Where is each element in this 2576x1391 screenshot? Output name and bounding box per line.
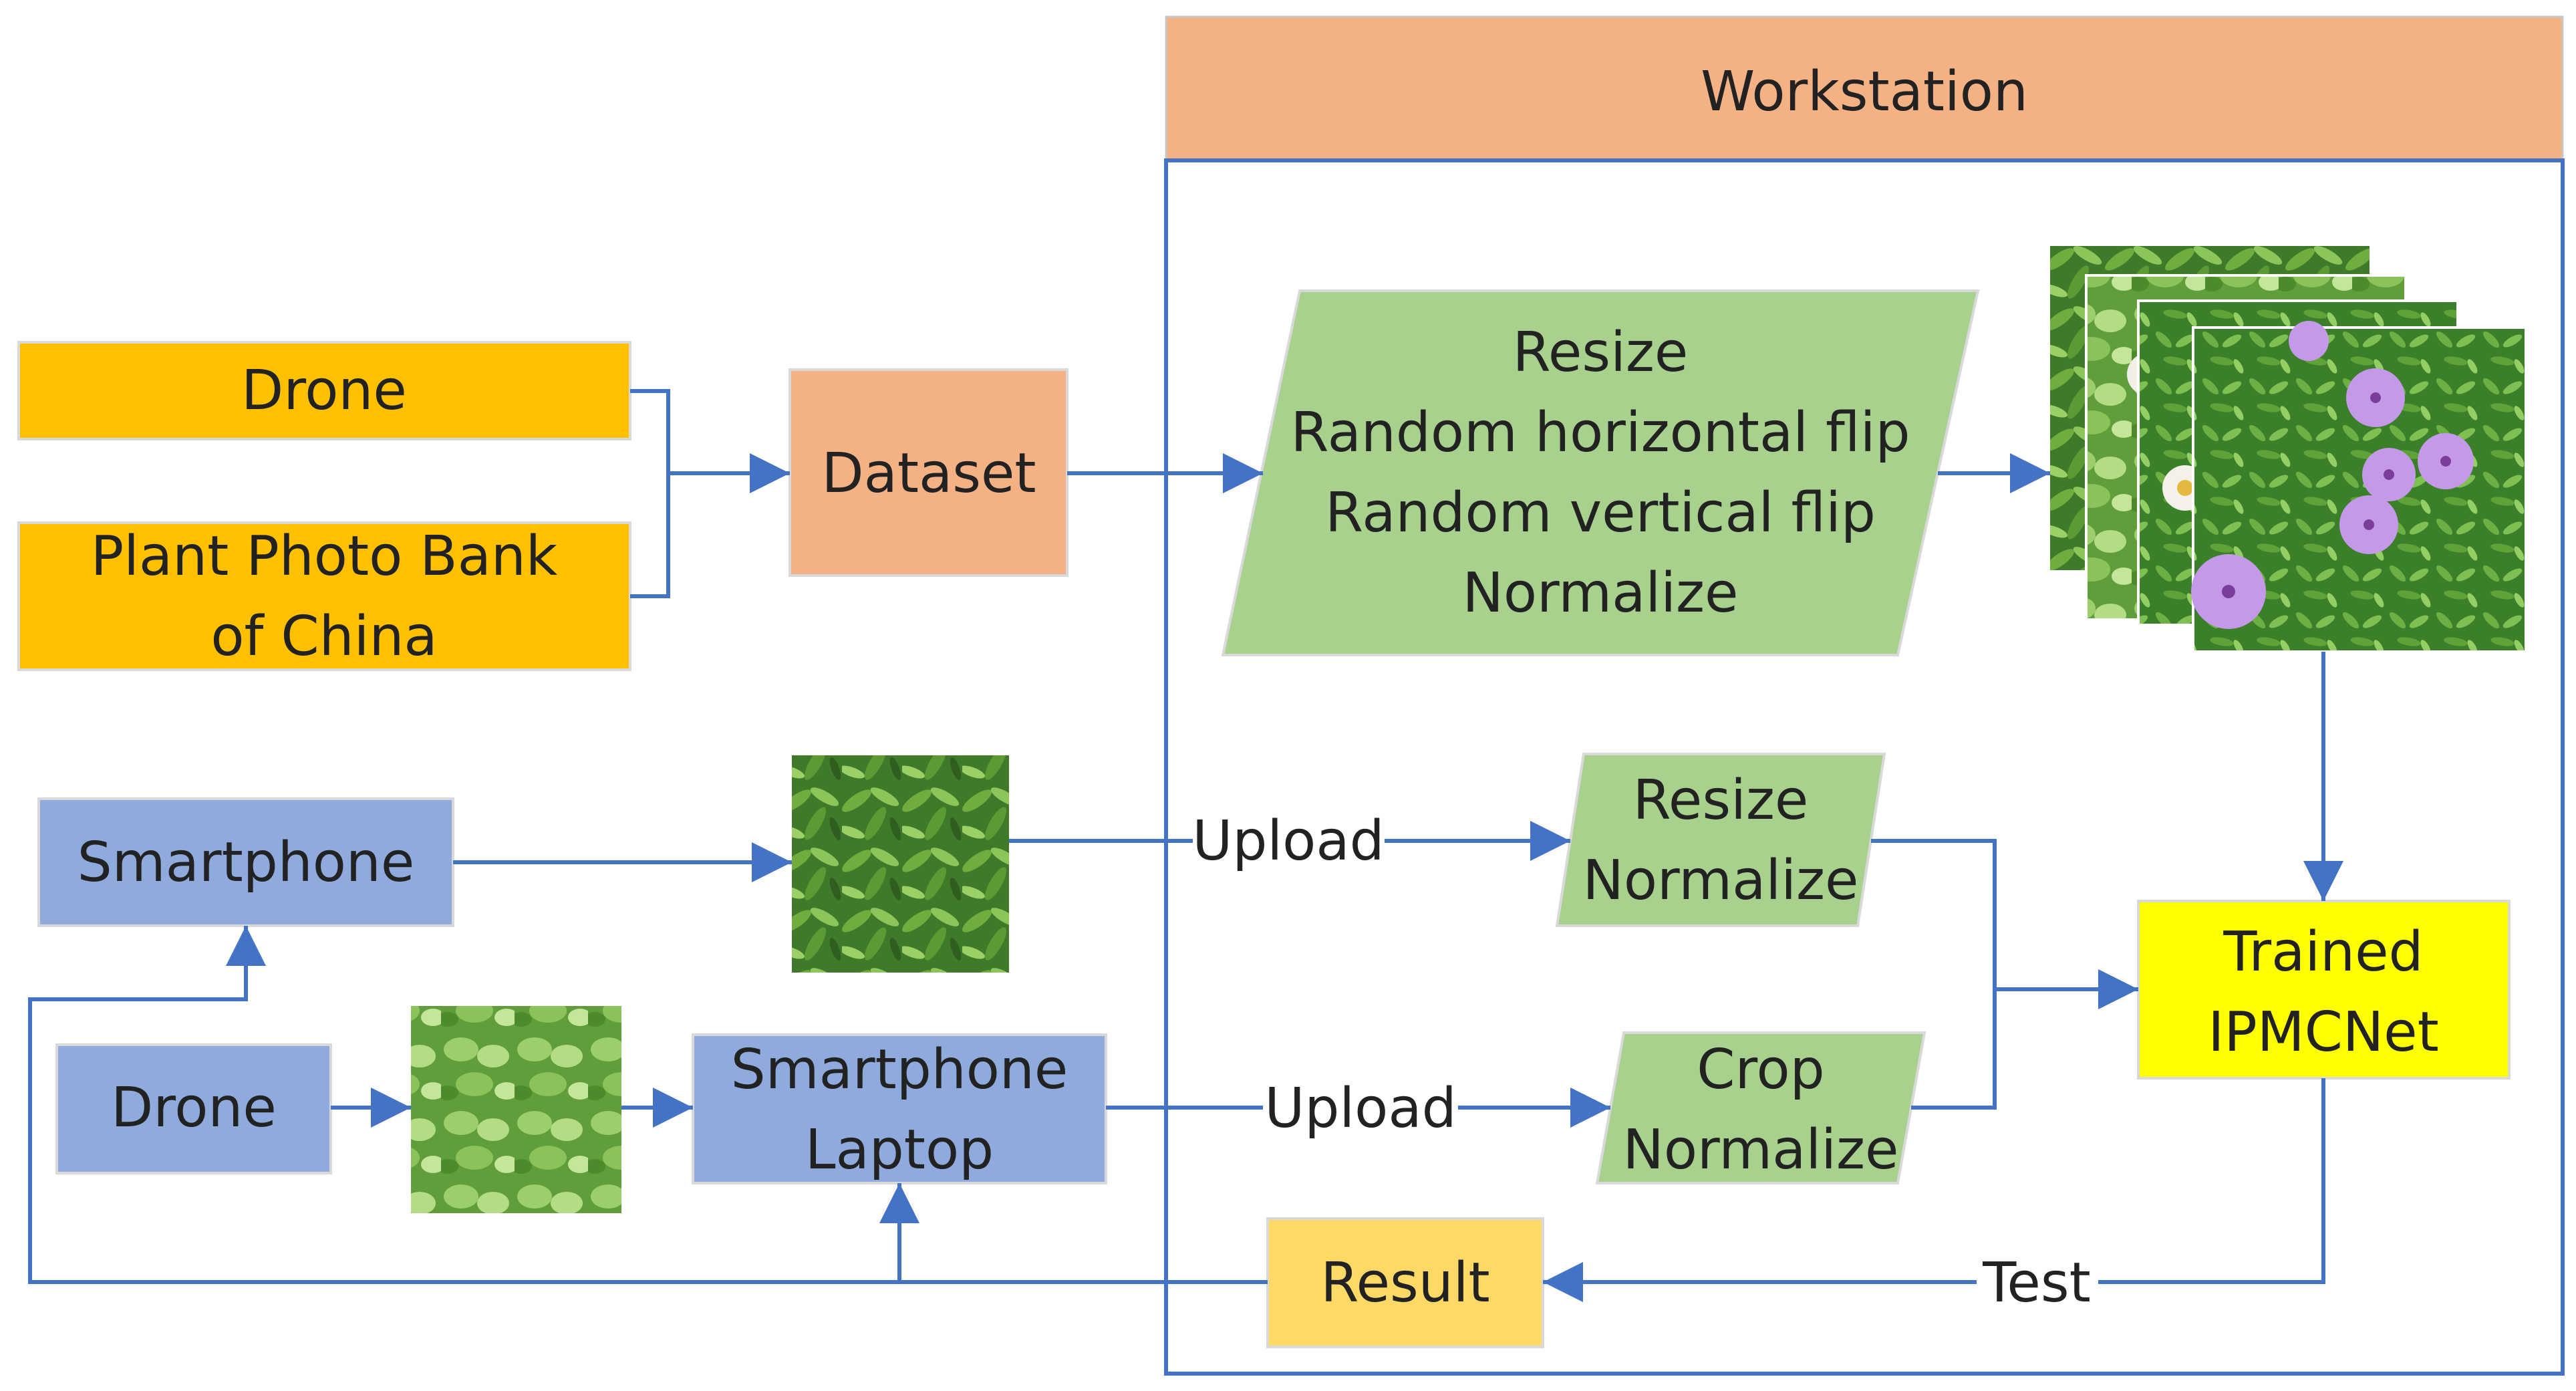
crop-norm-line1: Crop xyxy=(1697,1038,1824,1102)
drone-top-node: Drone xyxy=(17,341,631,440)
upload-label-2: Upload xyxy=(1264,1077,1456,1140)
trained-line1: Trained xyxy=(2223,920,2423,984)
edge-result-feedback xyxy=(28,926,1268,1284)
resize-norm-line1: Resize xyxy=(1633,769,1809,832)
upload-label-1: Upload xyxy=(1192,809,1384,873)
workstation-frame xyxy=(1164,158,2565,1376)
augment-line-vflip: Random vertical flip xyxy=(1325,481,1876,545)
dataset-node: Dataset xyxy=(789,368,1068,577)
edge-resize-to-merge xyxy=(1871,839,1997,989)
drone-bottom-label: Drone xyxy=(111,1076,277,1140)
edge-crop-to-merge xyxy=(1911,989,1997,1110)
smartphone-node: Smartphone xyxy=(37,797,454,927)
dataset-label: Dataset xyxy=(821,442,1036,505)
drone-photo-image xyxy=(411,1006,621,1213)
workstation-title: Workstation xyxy=(1701,60,2028,124)
drone-bottom-node: Drone xyxy=(55,1043,332,1174)
test-label: Test xyxy=(1982,1251,2090,1315)
smartphone-laptop-line1: Smartphone xyxy=(731,1038,1068,1102)
augmentation-node: Resize Random horizontal flip Random ver… xyxy=(1221,289,1980,656)
workstation-header xyxy=(1165,15,2564,162)
edge-trained-to-test xyxy=(2098,1078,2325,1284)
result-node: Result xyxy=(1266,1217,1544,1348)
weed-photo-image xyxy=(792,755,1009,973)
plant-photo-bank-node: Plant Photo Bank of China xyxy=(17,521,631,671)
crop-normalize-node: Crop Normalize xyxy=(1595,1031,1926,1184)
drone-top-label: Drone xyxy=(241,359,407,422)
trained-line2: IPMCNet xyxy=(2208,1001,2439,1064)
trained-ipmcnet-node: Trained IPMCNet xyxy=(2137,900,2511,1080)
result-label: Result xyxy=(1320,1251,1489,1315)
crop-norm-line2: Normalize xyxy=(1623,1118,1899,1182)
smartphone-label: Smartphone xyxy=(78,831,415,894)
plant-bank-label-line1: Plant Photo Bank xyxy=(91,525,558,588)
plant-bank-label-line2: of China xyxy=(210,605,437,668)
resize-norm-line2: Normalize xyxy=(1583,849,1859,912)
smartphone-laptop-line2: Laptop xyxy=(805,1118,994,1182)
edge-bank-to-dataset xyxy=(630,473,670,598)
augment-line-hflip: Random horizontal flip xyxy=(1290,401,1910,465)
smartphone-laptop-node: Smartphone Laptop xyxy=(692,1033,1107,1184)
plant-stack-image xyxy=(2050,246,2527,653)
resize-normalize-node: Resize Normalize xyxy=(1555,753,1886,927)
augment-line-normalize: Normalize xyxy=(1463,561,1739,625)
augment-line-resize: Resize xyxy=(1513,321,1689,384)
edge-drone-to-dataset xyxy=(630,389,670,473)
